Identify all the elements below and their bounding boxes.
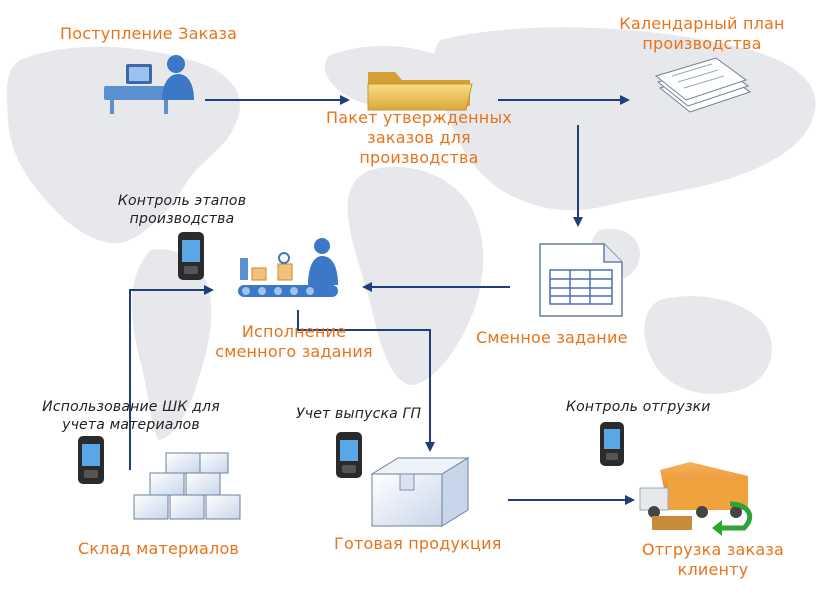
assembly-line-worker-icon bbox=[238, 238, 338, 297]
output-accounting-note: Учет выпуска ГП bbox=[296, 406, 422, 422]
barcode-materials-note: Использование ШК для учета материалов bbox=[0, 398, 262, 434]
connectors bbox=[129, 95, 635, 505]
production-calendar-line-1: Календарный план bbox=[619, 14, 785, 33]
barcode-scanner-icon bbox=[336, 432, 362, 478]
stage-control-line-1: Контроль этапов bbox=[117, 193, 247, 209]
delivery-truck-icon bbox=[639, 462, 753, 536]
arrow-execution-to-finished-goods bbox=[297, 310, 435, 452]
shipment-control-note: Контроль отгрузки bbox=[566, 399, 711, 415]
barcode-materials-line-2: учета материалов bbox=[62, 417, 200, 433]
barcode-scanner-icon bbox=[78, 436, 104, 484]
approved-batch-line-1: Пакет утвержденных bbox=[326, 108, 512, 127]
approved-batch-label: Пакет утвержденных заказов для производс… bbox=[290, 108, 548, 168]
approved-batch-line-2: заказов для bbox=[367, 128, 471, 147]
order-intake-label: Поступление Заказа bbox=[60, 24, 238, 43]
approved-batch-line-3: производства bbox=[359, 148, 479, 167]
product-box-icon bbox=[370, 457, 470, 527]
barcode-scanner-icon bbox=[600, 422, 624, 466]
stage-control-line-2: производства bbox=[129, 211, 235, 227]
materials-warehouse-label: Склад материалов bbox=[78, 539, 240, 558]
arrow-materials-to-execution bbox=[129, 285, 214, 470]
operator-at-computer-icon bbox=[104, 55, 194, 114]
order-shipment-line-2: клиенту bbox=[677, 560, 749, 579]
shift-execution-line-1: Исполнение bbox=[241, 322, 347, 341]
order-shipment-line-1: Отгрузка заказа bbox=[641, 540, 785, 559]
barcode-materials-line-1: Использование ШК для bbox=[42, 399, 220, 415]
production-calendar-line-2: производства bbox=[642, 34, 762, 53]
barcode-scanner-icon bbox=[178, 232, 204, 280]
shift-execution-line-2: сменного задания bbox=[215, 342, 373, 361]
shift-execution-label: Исполнение сменного задания bbox=[176, 322, 412, 362]
order-shipment-label: Отгрузка заказа клиенту bbox=[600, 540, 826, 580]
folder-icon bbox=[367, 72, 473, 111]
spreadsheet-document-icon bbox=[539, 243, 623, 317]
boxes-pile-icon bbox=[133, 452, 241, 520]
document-stack-icon bbox=[654, 57, 752, 113]
finished-goods-label: Готовая продукция bbox=[334, 534, 502, 553]
shift-task-label: Сменное задание bbox=[476, 328, 628, 347]
stage-control-note: Контроль этапов производства bbox=[76, 192, 288, 228]
production-calendar-label: Календарный план производства bbox=[582, 14, 822, 54]
